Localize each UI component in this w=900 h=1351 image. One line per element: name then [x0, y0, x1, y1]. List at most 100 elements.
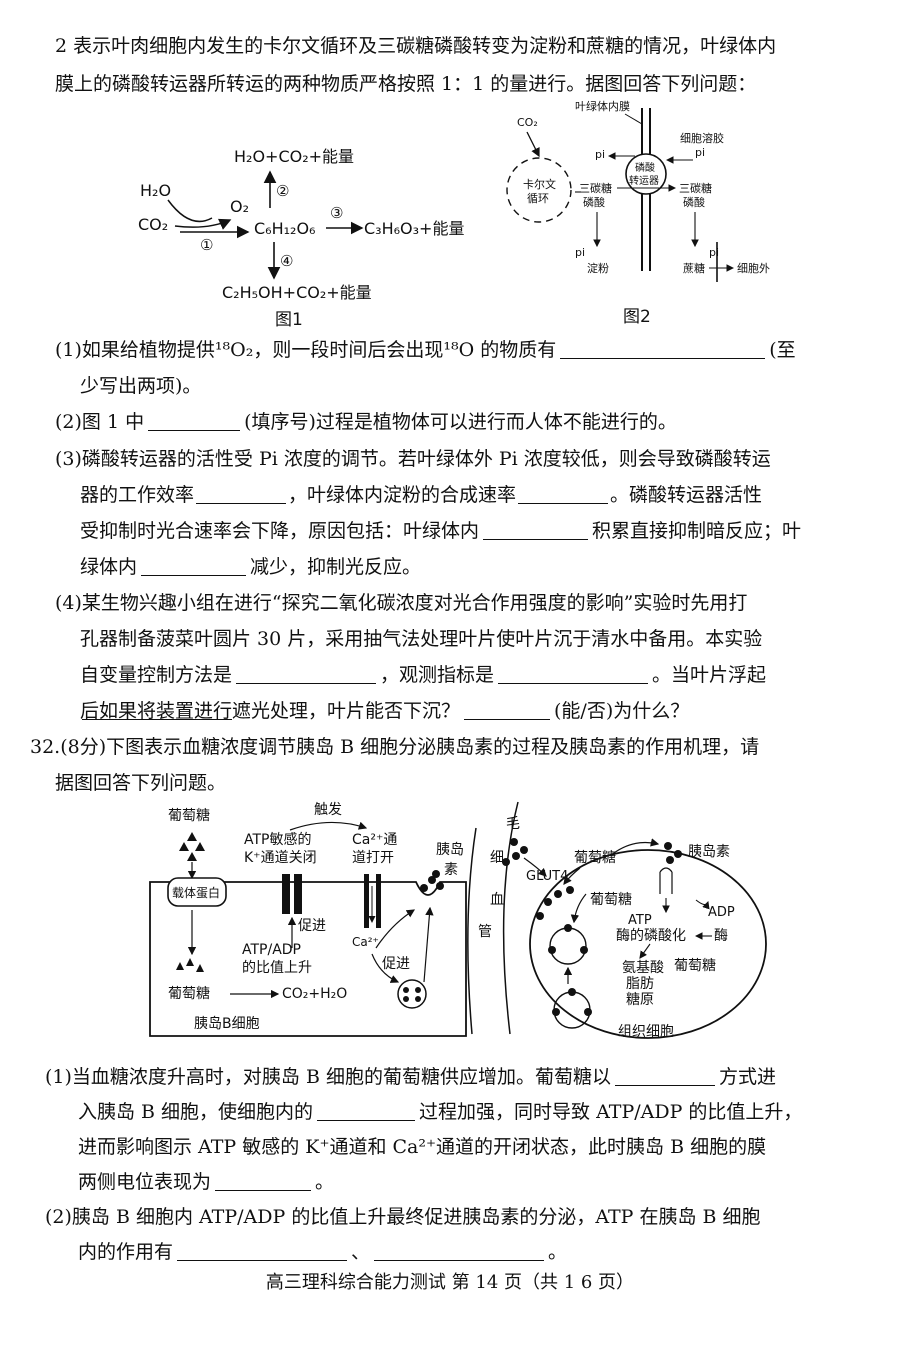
glut4-vesicle-cycle-top: [549, 927, 587, 965]
fig2-pi-top-right: pi: [695, 146, 705, 159]
fig3-ca-channel-label-1: Ca²⁺通: [352, 832, 397, 848]
fig3-phosphorylation: 酶的磷酸化: [616, 928, 686, 944]
fig2-sucrose: 蔗糖: [683, 261, 705, 275]
capillary-char-3: 血: [490, 892, 504, 908]
fig1-h2o: H₂O: [140, 181, 171, 200]
fig2-inner-membrane-label: 叶绿体内膜: [575, 99, 630, 113]
fig1-step-2: ②: [276, 182, 289, 200]
fig2-triose-right-1: 三碳糖: [679, 181, 712, 195]
fig3-ca-ion: Ca²⁺: [352, 935, 379, 949]
fig3-insulin-label: 胰岛素: [688, 844, 730, 860]
k-channel-right: [294, 874, 302, 914]
ca-channel-right: [376, 874, 381, 928]
fig2-transporter: [625, 153, 667, 195]
q2-blank[interactable]: [148, 408, 241, 431]
fig2-starch: 淀粉: [587, 261, 609, 275]
glucose-molecules-inside: [176, 958, 204, 972]
figure-3-insulin-diagram: 葡萄糖 载体蛋白 葡萄糖 CO₂+H₂O 胰岛B细胞 ATP敏感的 K⁺通道关闭…: [149, 801, 767, 1040]
fig1-caption: 图1: [275, 310, 303, 330]
fig3-enzyme: 酶: [714, 928, 728, 944]
intro-line-1: 2 表示叶肉细胞内发生的卡尔文循环及三碳糖磷酸转变为淀粉和蔗糖的情况，叶绿体内: [55, 35, 777, 57]
q32-1-line-4: 两侧电位表现为。: [78, 1166, 334, 1198]
q32-2-line-1: (2)胰岛 B 细胞内 ATP/ADP 的比值上升最终促进胰岛素的分泌，ATP …: [45, 1206, 761, 1228]
q32-2-blank-1[interactable]: [177, 1238, 348, 1261]
fig2-pi-bottom-left: pi: [575, 246, 585, 259]
q32-1-blank-transport[interactable]: [614, 1063, 715, 1086]
fig1-glucose: C₆H₁₂O₆: [254, 219, 315, 238]
q4-line-2: 孔器制备菠菜叶圆片 30 片，采用抽气法处理叶片使叶片沉于清水中备用。本实验: [80, 628, 763, 650]
fig3-glucose-top: 葡萄糖: [168, 808, 210, 824]
fig2-triose-right-2: 磷酸: [683, 195, 705, 209]
q32-line-1: 32.(8分)下图表示血糖浓度调节胰岛 B 细胞分泌胰岛素的过程及胰岛素的作用机…: [30, 736, 760, 758]
q32-1-blank-process[interactable]: [317, 1098, 416, 1121]
fig2-caption: 图2: [623, 307, 651, 327]
q2-line: (2)图 1 中(填序号)过程是植物体可以进行而人体不能进行的。: [55, 406, 677, 438]
fig1-product-3: C₃H₆O₃+能量: [364, 219, 464, 238]
figure-2-diagram: 叶绿体内膜 细胞溶胶 CO₂ 卡尔文 循环 pi 磷酸 转运器 pi 三碳糖 磷…: [506, 99, 770, 327]
q32-1-line-2: 入胰岛 B 细胞，使细胞内的过程加强，同时导致 ATP/ADP 的比值上升，: [78, 1096, 802, 1128]
glucose-molecules-outside: [179, 832, 205, 861]
fig3-k-channel-label-1: ATP敏感的: [244, 831, 311, 848]
fig3-glucose-inside: 葡萄糖: [168, 986, 210, 1002]
fig2-triose-left-2: 磷酸: [583, 195, 605, 209]
q3-blank-efficiency[interactable]: [196, 481, 287, 504]
q1-blank[interactable]: [560, 336, 766, 359]
capillary-char-1: 毛: [506, 816, 520, 832]
fig3-insulin-vertical-1: 胰岛: [436, 842, 464, 858]
fig3-glucose-inner: 葡萄糖: [590, 892, 632, 908]
insulin-vesicle: [397, 979, 427, 1009]
q4-blank-sink[interactable]: [464, 697, 551, 720]
fig1-product-2: H₂O+CO₂+能量: [234, 147, 354, 166]
q4-line-3: 自变量控制方法是，观测指标是。当叶片浮起: [80, 659, 766, 691]
carrier-protein: [167, 877, 227, 907]
fig1-o2: O₂: [230, 197, 249, 216]
capillary-char-4: 管: [478, 924, 492, 940]
page-footer: 高三理科综合能力测试 第 14 页（共 1 6 页）: [265, 1272, 635, 1293]
fig3-ca-channel-label-2: 道打开: [352, 849, 394, 866]
fig1-step-1: ①: [200, 236, 213, 254]
q4-blank-reason[interactable]: [82, 697, 232, 720]
q32-1-blank-potential[interactable]: [215, 1168, 312, 1191]
fig2-pi-bottom-right: pi: [709, 246, 719, 259]
fig2-triose-left-1: 三碳糖: [579, 181, 612, 195]
fig3-glucose-products: 葡萄糖: [674, 958, 716, 974]
fig2-transporter-label-2: 转运器: [629, 174, 659, 187]
fig1-arrow-1a: [167, 199, 213, 223]
q32-line-2: 据图回答下列问题。: [55, 772, 227, 794]
fig3-atp: ATP: [628, 913, 652, 928]
fig1-co2: CO₂: [138, 215, 168, 234]
fig3-promote-2: 促进: [382, 956, 410, 972]
fig3-trigger: 触发: [314, 802, 342, 818]
fig2-calvin-label-1: 卡尔文: [523, 177, 556, 191]
fig3-glucose-tissue: 葡萄糖: [574, 850, 616, 866]
q4-line-1: (4)某生物兴趣小组在进行“探究二氧化碳浓度对光合作用强度的影响”实验时先用打: [55, 592, 748, 614]
capillary-wall-right: [502, 801, 519, 1035]
fig2-cytosol-label: 细胞溶胶: [680, 131, 724, 145]
fig1-step-3: ③: [330, 204, 343, 222]
q4-blank-method[interactable]: [236, 661, 377, 684]
q3-blank-starch-rate[interactable]: [518, 481, 609, 504]
fig3-adp: ADP: [708, 905, 735, 920]
intro-line-2: 膜上的磷酸转运器所转运的两种物质严格按照 1：1 的量进行。据图回答下列问题：: [55, 73, 757, 95]
fig3-k-channel-label-2: K⁺通道关闭: [244, 850, 317, 866]
q3-line-4: 绿体内减少，抑制光反应。: [80, 551, 421, 583]
fig1-arrow-1b: [174, 218, 232, 230]
fig2-outside: 细胞外: [737, 262, 770, 275]
q1-line-2: 少写出两项)。: [80, 375, 202, 397]
q32-2-blank-2[interactable]: [374, 1238, 545, 1261]
beta-cell-membrane: [149, 881, 467, 1037]
q4-blank-indicator[interactable]: [498, 661, 649, 684]
q3-line-2: 器的工作效率，叶绿体内淀粉的合成速率。磷酸转运器活性: [80, 479, 762, 511]
fig3-ratio-label-1: ATP/ADP: [242, 942, 301, 958]
q3-blank-accumulate[interactable]: [483, 517, 589, 540]
q3-blank-decrease[interactable]: [141, 553, 247, 576]
fig3-products-3: 糖原: [626, 992, 654, 1008]
fig2-calvin-label-2: 循环: [527, 192, 549, 205]
q32-1-line-3: 进而影响图示 ATP 敏感的 K⁺通道和 Ca²⁺通道的开闭状态，此时胰岛 B …: [78, 1136, 767, 1158]
q3-line-1: (3)磷酸转运器的活性受 Pi 浓度的调节。若叶绿体外 Pi 浓度较低，则会导致…: [55, 448, 771, 470]
fig2-co2: CO₂: [517, 116, 538, 129]
fig3-insulin-vertical-2: 素: [444, 862, 458, 878]
fig3-beta-cell-label: 胰岛B细胞: [194, 1016, 260, 1032]
q4-line-4: 后如果将装置进行遮光处理，叶片能否下沉？(能/否)为什么？: [80, 695, 689, 727]
